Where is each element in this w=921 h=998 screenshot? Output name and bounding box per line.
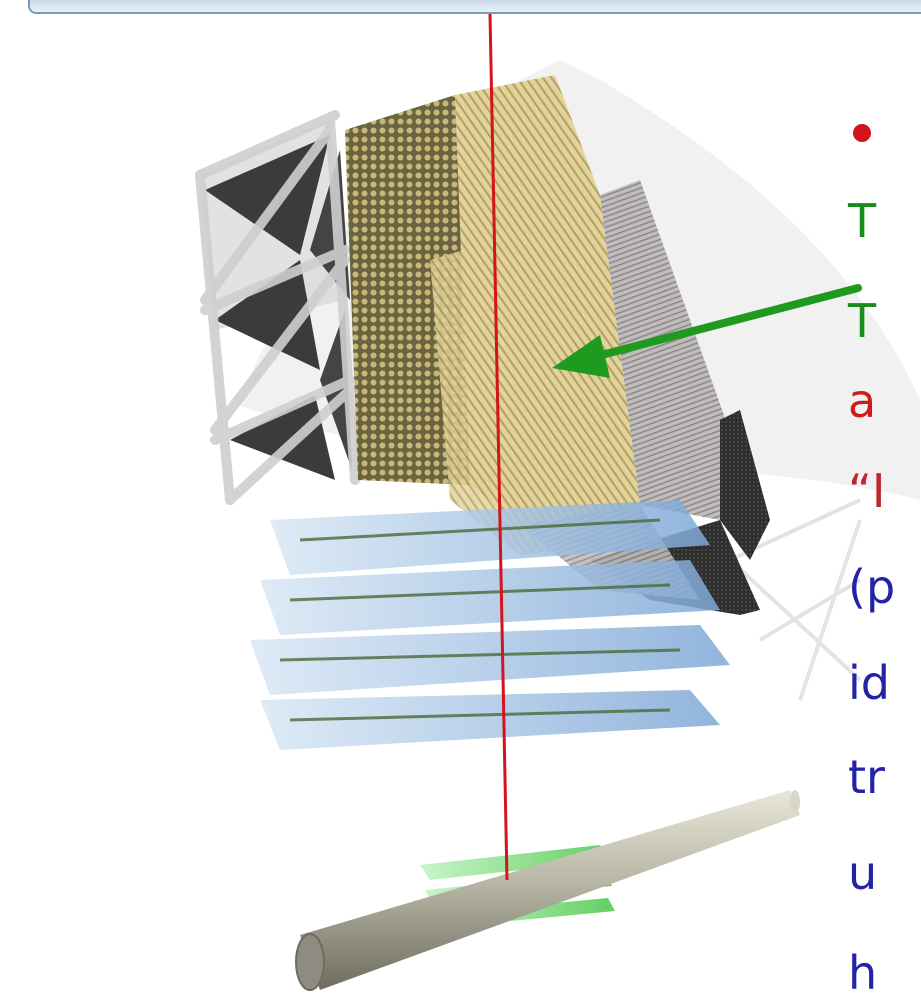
silicon-tracker-layers xyxy=(250,500,730,750)
pointer-arrow xyxy=(552,284,862,378)
ecal-rod-face-lower xyxy=(430,230,600,555)
hcal-frame-lattice xyxy=(195,110,360,505)
ecal-dotted-module xyxy=(345,95,470,485)
particle-track xyxy=(488,13,509,881)
text-line-2: T xyxy=(848,294,877,348)
text-line-1: T xyxy=(848,194,877,248)
text-line-4: “I xyxy=(848,464,886,518)
text-line-5: (p xyxy=(848,560,896,614)
text-line-3: a xyxy=(848,374,877,428)
text-line-9: h xyxy=(848,946,878,998)
beampipe xyxy=(295,790,800,991)
bullet-dot xyxy=(853,124,871,142)
hcal-steel-block xyxy=(600,180,740,520)
slide-title-bar xyxy=(28,0,921,14)
text-line-6: id xyxy=(848,656,890,710)
hcal-dark-block xyxy=(720,410,770,560)
text-line-8: u xyxy=(848,846,878,900)
text-line-7: tr xyxy=(848,750,885,804)
